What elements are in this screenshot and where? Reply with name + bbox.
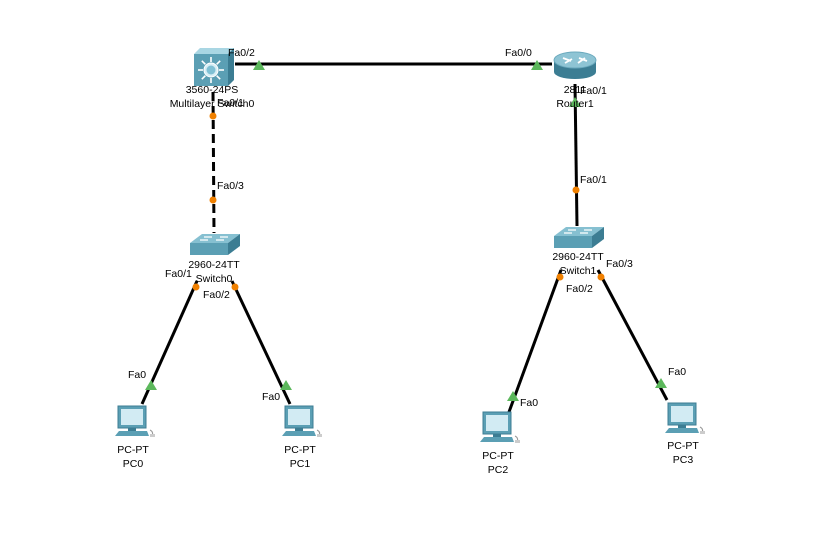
- port-down-dot-icon: [192, 283, 200, 291]
- switch-sw0[interactable]: [190, 234, 240, 255]
- port-label: Fa0/3: [606, 258, 633, 270]
- switch-icon: [554, 227, 604, 248]
- port-up-triangle-icon: [280, 380, 292, 390]
- pc-pc3[interactable]: [665, 402, 705, 434]
- devices-layer: [115, 48, 705, 443]
- port-label: Fa0/2: [203, 289, 230, 301]
- port-label: Fa0/1: [580, 85, 607, 97]
- device-name-label: PC2: [488, 464, 509, 476]
- device-model-label: 2960-24TT: [188, 259, 240, 271]
- port-up-triangle-icon: [507, 391, 519, 401]
- port-up-triangle-icon: [253, 60, 265, 70]
- pc-pc0[interactable]: [115, 405, 155, 437]
- multilayer-switch-icon: [194, 48, 234, 86]
- port-label: Fa0/0: [505, 47, 532, 59]
- router-icon: [553, 51, 597, 79]
- port-label: Fa0/1: [165, 268, 192, 280]
- device-model-label: PC-PT: [117, 444, 149, 456]
- port-label: Fa0/1: [217, 97, 244, 109]
- port-up-triangle-icon: [569, 97, 581, 107]
- device-name-label: Multilayer Switch0: [170, 98, 255, 110]
- pc-icon: [282, 405, 322, 437]
- pc-icon: [480, 411, 520, 443]
- port-label: Fa0/2: [228, 47, 255, 59]
- switch-sw1[interactable]: [554, 227, 604, 248]
- port-down-dot-icon: [556, 273, 564, 281]
- port-down-dot-icon: [209, 112, 217, 120]
- port-up-triangle-icon: [655, 378, 667, 388]
- port-up-triangle-icon: [531, 60, 543, 70]
- device-model-label: 2811: [564, 84, 587, 96]
- port-label: Fa0: [520, 397, 538, 409]
- port-down-dot-icon: [572, 186, 580, 194]
- device-name-label: PC0: [123, 458, 144, 470]
- port-label: Fa0/2: [566, 283, 593, 295]
- device-model-label: 3560-24PS: [186, 84, 239, 96]
- pc-pc2[interactable]: [480, 411, 520, 443]
- multilayer-switch-mls[interactable]: [194, 48, 234, 86]
- device-name-label: Switch0: [196, 273, 233, 285]
- device-name-label: PC1: [290, 458, 311, 470]
- pc-icon: [665, 402, 705, 434]
- port-label: Fa0/1: [580, 174, 607, 186]
- pc-icon: [115, 405, 155, 437]
- pc-pc1[interactable]: [282, 405, 322, 437]
- switch-icon: [190, 234, 240, 255]
- device-model-label: 2960-24TT: [552, 251, 604, 263]
- port-label: Fa0/3: [217, 180, 244, 192]
- port-label: Fa0: [128, 369, 146, 381]
- port-down-dot-icon: [597, 273, 605, 281]
- link-sw1-pc3[interactable]: [596, 269, 669, 401]
- link-sw0-pc1[interactable]: [230, 280, 292, 405]
- port-up-triangle-icon: [145, 380, 157, 390]
- device-model-label: PC-PT: [667, 440, 699, 452]
- device-name-label: Router1: [556, 98, 594, 110]
- link-router-sw1[interactable]: [573, 83, 579, 227]
- router-router[interactable]: [553, 51, 597, 79]
- links-layer: [140, 62, 669, 413]
- device-model-label: PC-PT: [482, 450, 514, 462]
- device-name-label: PC3: [673, 454, 694, 466]
- port-down-dot-icon: [231, 283, 239, 291]
- port-label: Fa0: [262, 391, 280, 403]
- device-model-label: PC-PT: [284, 444, 316, 456]
- link-mls-sw0[interactable]: [211, 91, 216, 234]
- port-down-dot-icon: [209, 196, 217, 204]
- device-name-label: Switch1: [560, 265, 597, 277]
- port-label: Fa0: [668, 366, 686, 378]
- link-sw1-pc2[interactable]: [507, 269, 563, 413]
- markers-layer: [145, 60, 667, 401]
